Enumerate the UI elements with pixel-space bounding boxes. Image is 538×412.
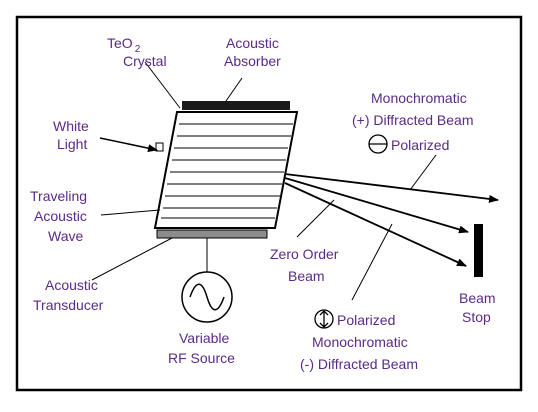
teo2-crystal: [153, 111, 299, 229]
diagram-frame: [15, 15, 523, 392]
absorber-leader: [225, 77, 243, 102]
beam-stop: [474, 224, 483, 277]
sine-wave-icon: [189, 283, 225, 311]
zero-order-beam: [284, 177, 469, 234]
plus-diffracted-beam: [284, 173, 499, 203]
vertical-polarization-icon: [314, 309, 334, 329]
transducer-label-line2: Transducer: [33, 297, 104, 313]
zero-order-label-line1: Zero Order: [270, 246, 339, 262]
rf-source-label-line2: RF Source: [168, 350, 235, 366]
white-light-label-line2: Light: [57, 136, 87, 152]
transducer-leader: [91, 237, 173, 281]
acoustic-absorber-label-line2: Absorber: [224, 53, 281, 69]
light-entry-window: [155, 142, 164, 152]
acoustic-transducer: [156, 229, 268, 239]
plus-beam-label-line1: Monochromatic: [371, 90, 467, 106]
minus-diffracted-beam: [284, 182, 467, 267]
rf-source: [181, 271, 233, 323]
plus-beam-label-line3: Polarized: [391, 137, 449, 153]
crystal-leader: [144, 61, 181, 109]
minus-beam-label-line2: Monochromatic: [312, 334, 408, 350]
traveling-wave-leader: [100, 209, 161, 216]
minus-beam-label-line1: Polarized: [337, 312, 395, 328]
acoustic-absorber: [182, 101, 290, 110]
plus-beam-label-line2: (+) Diffracted Beam: [352, 112, 474, 128]
crystal-label: Crystal: [123, 53, 167, 69]
traveling-wave-label-line3: Wave: [48, 228, 83, 244]
zero-order-label-line2: Beam: [288, 268, 325, 284]
zero-order-leader: [296, 199, 335, 238]
traveling-wave-label-line1: Traveling: [30, 188, 87, 204]
horizontal-polarization-icon: [368, 134, 388, 154]
traveling-wave-label-line2: Acoustic: [34, 208, 87, 224]
acoustic-absorber-label-line1: Acoustic: [226, 35, 279, 51]
plus-beam-leader: [409, 154, 437, 191]
minus-beam-label-line3: (-) Diffracted Beam: [300, 356, 418, 372]
minus-beam-leader: [351, 223, 393, 301]
rf-source-label-line1: Variable: [179, 330, 230, 346]
beam-stop-label-line1: Beam: [459, 290, 496, 306]
beam-stop-label-line2: Stop: [462, 309, 491, 325]
transducer-label-line1: Acoustic: [45, 277, 98, 293]
white-light-label-line1: White: [53, 118, 89, 134]
white-light-arrow: [99, 137, 158, 153]
